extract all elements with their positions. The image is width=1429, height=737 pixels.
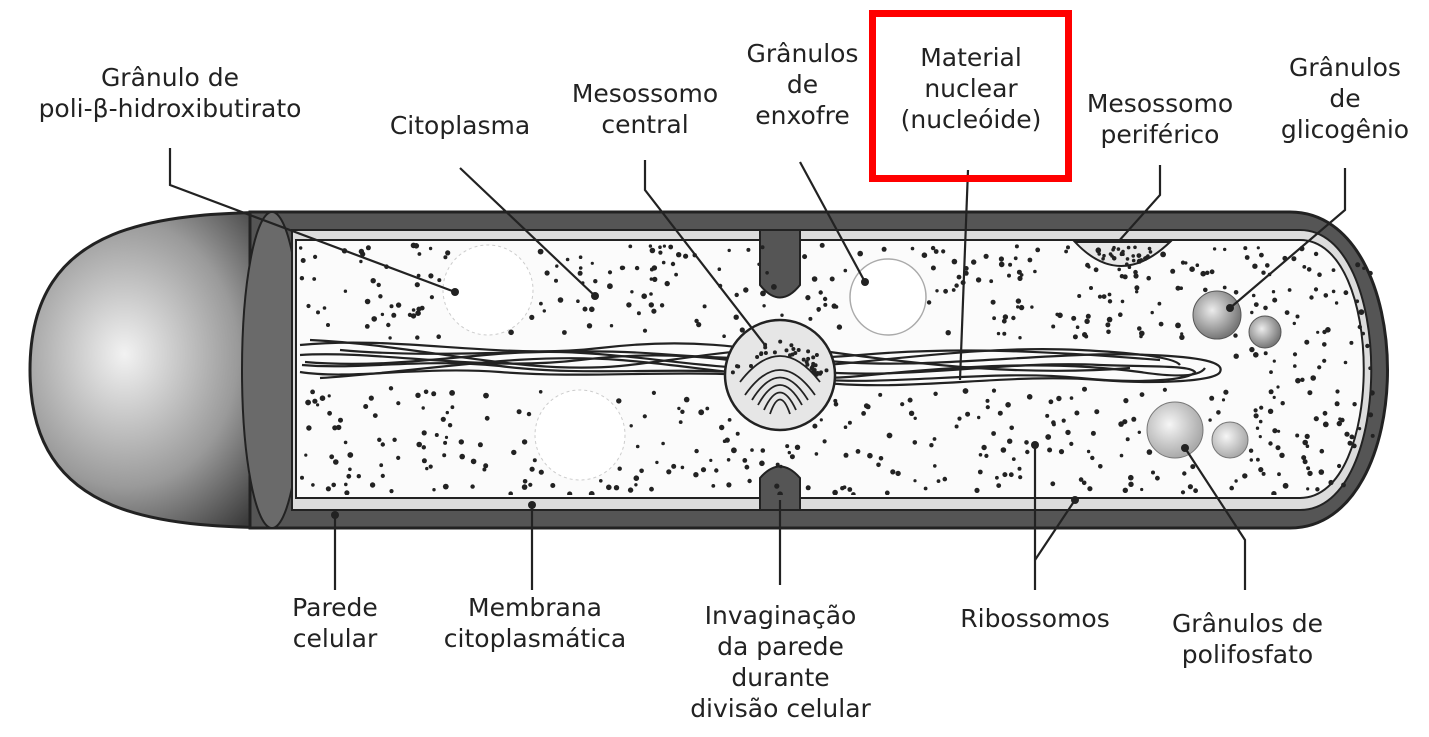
label-citoplasma: Citoplasma	[375, 110, 545, 141]
label-membrana: Membrana citoplasmática	[420, 592, 650, 654]
glycogen-granule-large	[1193, 291, 1241, 339]
label-granulos-enxofre: Grânulos de enxofre	[735, 38, 870, 131]
wall-invagination-top	[760, 230, 800, 298]
label-granulos-polifosfato: Grânulos de polifosfato	[1150, 608, 1345, 670]
glycogen-granule-small	[1249, 316, 1281, 348]
pbh-granule-lower	[535, 390, 625, 480]
polyphosphate-granule-small	[1212, 422, 1248, 458]
highlight-box-material-nuclear	[869, 10, 1072, 182]
label-granulo-poli: Grânulo de poli-β-hidroxibutirato	[15, 62, 325, 124]
label-granulos-glicogenio: Grânulos de glicogênio	[1265, 52, 1425, 145]
sulfur-granule	[850, 259, 926, 335]
label-parede-celular: Parede celular	[270, 592, 400, 654]
label-mesossomo-periferico: Mesossomo periférico	[1075, 88, 1245, 150]
label-invaginacao: Invaginação da parede durante divisão ce…	[668, 600, 893, 724]
polyphosphate-granule-large	[1147, 402, 1203, 458]
central-mesosome	[725, 320, 835, 430]
label-ribossomos: Ribossomos	[945, 603, 1125, 634]
label-mesossomo-central: Mesossomo central	[560, 78, 730, 140]
